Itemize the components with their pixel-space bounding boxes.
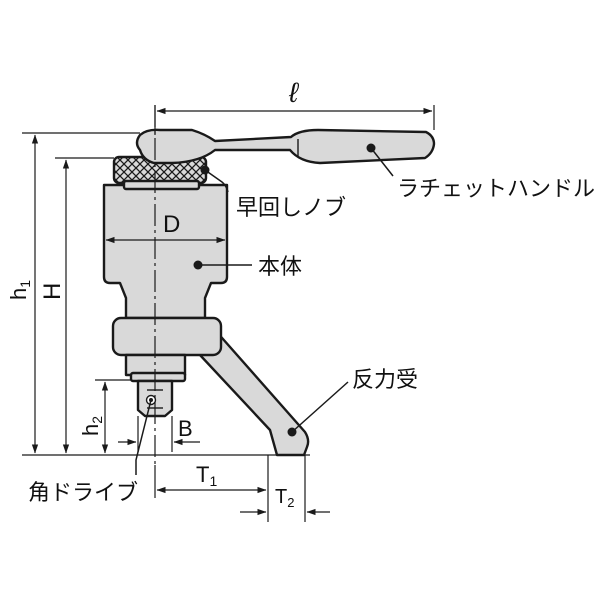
dim-label-T2-sub: 2 [287,495,294,510]
label-body: 本体 [258,255,302,280]
svg-text:h1: h1 [6,280,33,300]
dim-label-h2-sub: 2 [89,416,105,424]
dim-label-h1-sub: 1 [17,280,33,288]
dim-label-h1: h1 [6,280,33,300]
dim-label-H: H [39,283,66,300]
svg-text:h2: h2 [78,416,105,436]
label-square-drive: 角ドライブ [28,481,138,506]
label-ratchet-handle: ラチェットハンドル [397,177,595,202]
body-shape [102,183,229,320]
dim-label-T1-sub: 1 [209,473,217,489]
dim-label-h2-main: h [78,424,103,436]
dim-label-B: B [178,416,193,441]
label-speed-knob: 早回しノブ [236,196,346,221]
dim-label-T2-main: T [275,486,287,508]
label-reaction-arm: 反力受 [352,368,418,393]
dim-label-D: D [163,211,180,238]
dim-label-T1: T1 [196,462,217,489]
ratchet-handle-shape [135,128,436,165]
dim-label-h2: h2 [78,416,105,436]
dim-label-h1-main: h [6,288,31,300]
flange-shape [111,316,223,357]
knob-collar-shape [122,179,201,191]
dim-label-T2: T2 [275,486,294,510]
dim-label-l: ℓ [288,77,300,108]
dim-label-T1-main: T [196,462,209,487]
reaction-arm-shape [188,328,310,457]
